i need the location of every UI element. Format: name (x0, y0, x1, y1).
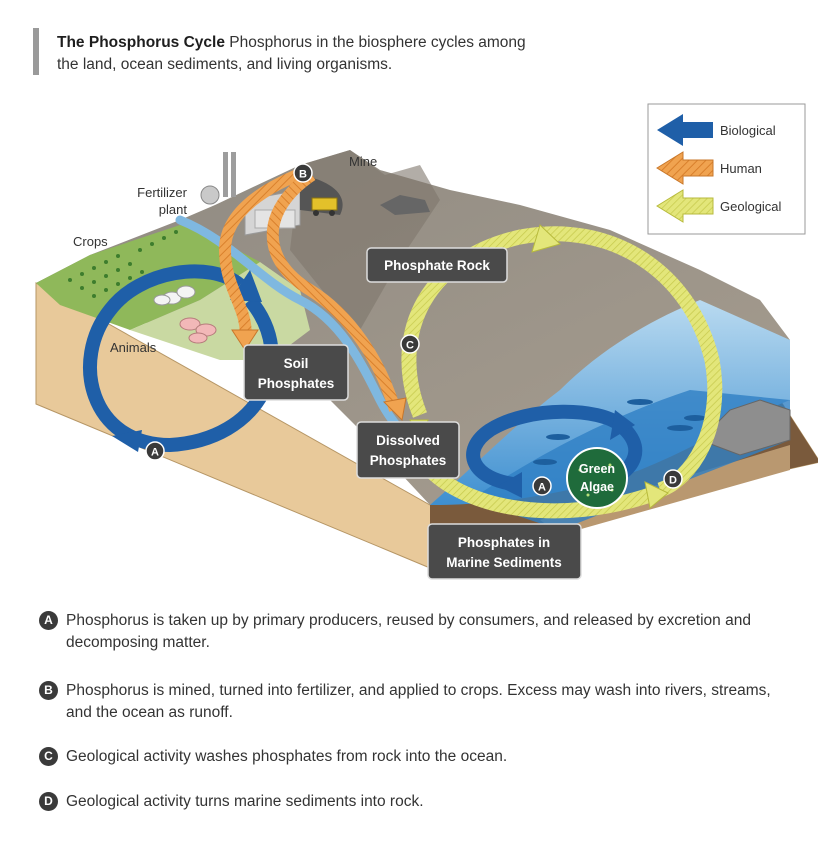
phosphorus-cycle-diagram: Mine Fertilizer plant Crops Animals Phos… (35, 103, 818, 580)
box-phosphate-rock-label: Phosphate Rock (384, 258, 490, 273)
legend-human-arrow-icon (656, 151, 714, 185)
box-dissolved-phosphates-line1: Dissolved (376, 433, 440, 448)
note-d-badge: D (39, 792, 58, 811)
fish-icons (533, 399, 706, 465)
legend-item-biological: Biological (657, 114, 776, 146)
legend-biological-label: Biological (720, 123, 776, 138)
marker-d-letter: D (669, 475, 677, 487)
box-dissolved-phosphates: Dissolved Phosphates (356, 421, 460, 479)
box-soil-phosphates-line2: Phosphates (258, 376, 335, 391)
box-marine-sediments-line2: Marine Sediments (446, 555, 562, 570)
marker-a-ocean: A (532, 476, 552, 496)
algae-label-line1: Green (579, 462, 615, 476)
note-a-text: Phosphorus is taken up by primary produc… (66, 612, 751, 651)
marker-c-letter: C (406, 340, 414, 352)
biological-ocean-arrowhead-1 (610, 410, 635, 440)
note-c-text: Geological activity washes phosphates fr… (66, 748, 508, 765)
marker-b: B (293, 163, 313, 183)
mine-rocks (380, 195, 430, 215)
note-d-text: Geological activity turns marine sedimen… (66, 793, 424, 810)
note-b-badge: B (39, 681, 58, 700)
note-a-badge: A (39, 611, 58, 630)
legend-geological-label: Geological (720, 199, 782, 214)
marker-a-ocean-letter: A (538, 482, 546, 494)
algae-label-line2: Algae (580, 480, 614, 494)
marker-a-land: A (145, 441, 165, 461)
human-cycle-arrow (218, 164, 313, 341)
animals-icon (153, 285, 217, 344)
biological-land-arrowhead-2 (112, 430, 142, 452)
marker-d: D (663, 469, 683, 489)
note-b: B Phosphorus is mined, turned into ferti… (39, 680, 799, 724)
geological-cycle-arrow-lower (424, 464, 653, 519)
note-c-badge: C (39, 747, 58, 766)
biological-ocean-cycle-arrow (466, 404, 643, 492)
biological-ocean-arrowhead-2 (498, 472, 522, 498)
label-crops: Crops (73, 234, 108, 249)
figure-header: The Phosphorus Cycle Phosphorus in the b… (33, 28, 533, 76)
geological-arrowhead-top (531, 224, 561, 253)
box-dissolved-phosphates-line2: Phosphates (370, 453, 447, 468)
label-fertilizer-plant-line1: Fertilizer (137, 185, 188, 200)
marker-c: C (400, 334, 420, 354)
figure-description: Phosphorus in the biosphere cycles among… (57, 34, 526, 73)
green-algae-icon: Green Algae (566, 447, 628, 509)
label-mine: Mine (349, 154, 377, 169)
header-accent-bar (33, 28, 39, 75)
marker-a-land-letter: A (151, 447, 159, 459)
note-a: A Phosphorus is taken up by primary prod… (39, 610, 799, 654)
label-animals: Animals (110, 340, 157, 355)
crop-rows (68, 230, 178, 298)
box-marine-sediments: Phosphates in Marine Sediments (427, 523, 582, 580)
box-phosphate-rock: Phosphate Rock (366, 247, 508, 283)
box-marine-sediments-line1: Phosphates in (458, 535, 550, 550)
legend-item-geological: Geological (656, 189, 782, 223)
mine-icon (300, 175, 343, 216)
human-runoff-arrow (266, 170, 401, 412)
coastal-rocks (699, 399, 791, 456)
legend-biological-arrow-icon (657, 114, 713, 146)
geological-arrowhead-bottom (644, 481, 669, 509)
ocean (430, 300, 790, 505)
legend: Biological Human Geological (647, 103, 806, 235)
note-b-text: Phosphorus is mined, turned into fertili… (66, 682, 771, 721)
geological-cycle-arrow (401, 226, 723, 498)
legend-item-human: Human (656, 151, 762, 185)
label-fertilizer-plant-line2: plant (159, 202, 188, 217)
header-caption: The Phosphorus Cycle Phosphorus in the b… (57, 32, 527, 76)
box-soil-phosphates-line1: Soil (284, 356, 309, 371)
human-arrowhead-1 (231, 329, 259, 351)
figure-title: The Phosphorus Cycle (57, 34, 225, 51)
note-c: C Geological activity washes phosphates … (39, 746, 799, 768)
legend-geological-arrow-icon (656, 189, 714, 223)
human-arrowhead-2 (382, 397, 407, 422)
legend-human-label: Human (720, 161, 762, 176)
marker-b-letter: B (299, 169, 307, 181)
box-soil-phosphates: Soil Phosphates (243, 344, 349, 401)
note-d: D Geological activity turns marine sedim… (39, 791, 799, 813)
